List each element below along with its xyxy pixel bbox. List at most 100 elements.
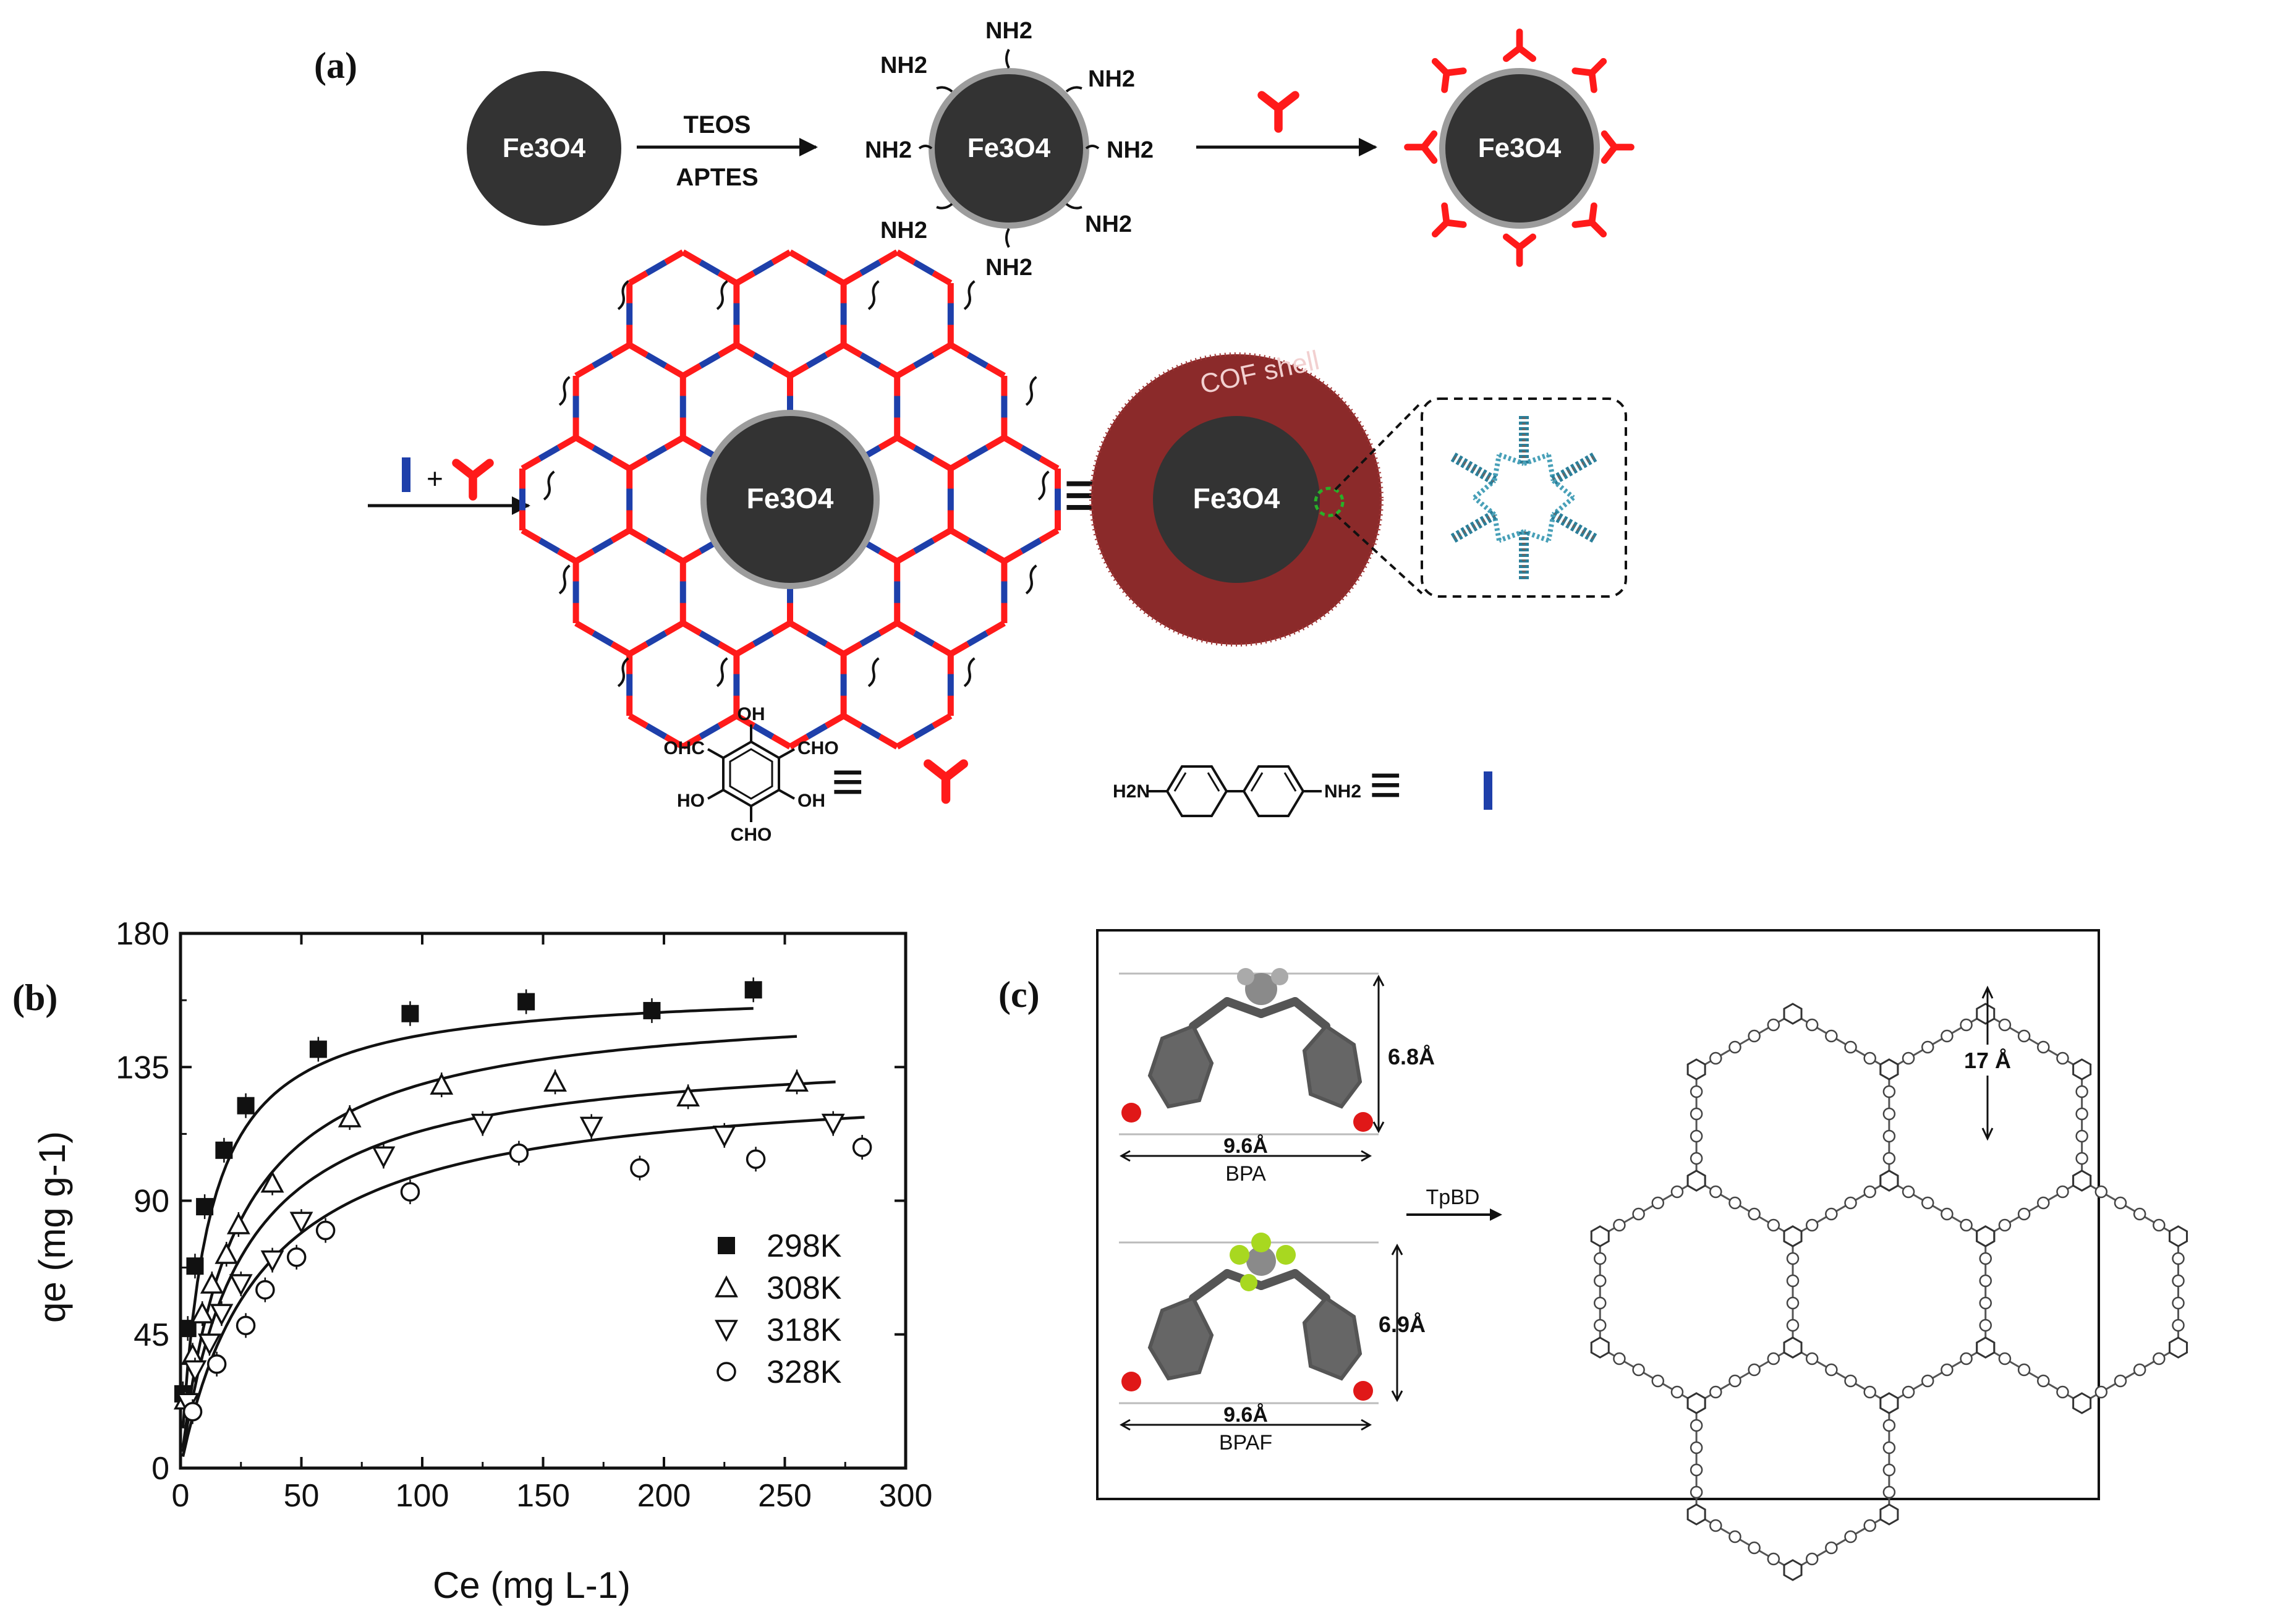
data-point — [237, 1097, 255, 1115]
data-point — [543, 1069, 567, 1092]
pore-size-indicator: 17 Å — [1944, 985, 2031, 1141]
amine-label: NH2 — [985, 255, 1032, 281]
data-point — [289, 1212, 313, 1234]
fe3o4-cof-core: Fe3O4 — [700, 410, 880, 589]
data-point — [186, 1257, 204, 1275]
svg-text:HO: HO — [677, 791, 705, 811]
bpa-height: 6.8Å — [1388, 1044, 1435, 1069]
data-points — [173, 977, 872, 1424]
svg-text:Fe3O4: Fe3O4 — [967, 133, 1051, 163]
core-shell-particle: Fe3O4 COF shell — [1089, 345, 1423, 647]
fit-curve-308K — [181, 1035, 797, 1448]
arrow-aldehyde-addition — [1196, 95, 1377, 156]
data-point — [309, 1040, 327, 1058]
data-point — [821, 1113, 845, 1136]
data-point — [255, 1280, 275, 1300]
fe3o4-core-bare: Fe3O4 — [467, 71, 621, 226]
data-point — [179, 1320, 197, 1338]
monomer-tp: OH OHC CHO HO OH CHO ≡ — [663, 704, 963, 845]
data-point — [236, 1315, 256, 1336]
y-tick-label: 90 — [134, 1184, 169, 1220]
data-point — [630, 1158, 650, 1178]
tpbd-arrow: TpBD — [1406, 1186, 1502, 1221]
oxygen-atom — [1353, 1381, 1373, 1401]
fit-curves — [181, 1007, 865, 1458]
data-point — [676, 1084, 700, 1107]
svg-text:Fe3O4: Fe3O4 — [1193, 482, 1280, 514]
panel-c-frame — [1096, 929, 2100, 1500]
oxygen-atom — [1121, 1103, 1141, 1123]
data-point — [715, 1275, 738, 1297]
x-tick-label: 150 — [516, 1478, 570, 1514]
amine-linker-symbol — [402, 457, 410, 492]
data-point — [712, 1126, 736, 1148]
data-point — [210, 1304, 234, 1326]
pore-size-label: 17 Å — [1964, 1048, 2011, 1073]
data-point — [744, 981, 762, 999]
fe3o4-aldehyde-core: Fe3O4 — [1408, 32, 1631, 264]
y-tick-label: 0 — [151, 1451, 169, 1487]
svg-text:≡: ≡ — [1369, 754, 1402, 816]
amine-label: NH2 — [1088, 66, 1135, 92]
chart-frame — [179, 932, 908, 1470]
bpaf-name: BPAF — [1219, 1431, 1272, 1454]
zoom-region — [1314, 486, 1345, 517]
data-point — [183, 1360, 207, 1383]
cof-pore-structure — [1449, 414, 1599, 581]
panel-label-b: (b) — [12, 977, 58, 1018]
data-point — [196, 1198, 214, 1216]
fluorine-atom — [1240, 1274, 1257, 1291]
svg-text:H2N: H2N — [1113, 781, 1150, 802]
legend-label: 328K — [767, 1354, 842, 1390]
scheme-a: Fe3O4 TEOS APTES Fe3O4 NH2 NH2 NH2 NH2 N… — [368, 18, 2296, 845]
reagent-teos: TEOS — [684, 111, 751, 138]
data-point — [315, 1220, 336, 1241]
data-point — [181, 1343, 205, 1365]
bpaf-height: 6.9Å — [1379, 1312, 1426, 1337]
arrow-cof-growth: + — [368, 457, 530, 515]
svg-text:OH: OH — [797, 791, 825, 811]
data-point — [716, 1362, 736, 1382]
fluorine-atom — [1230, 1245, 1249, 1265]
data-point — [286, 1247, 307, 1267]
svg-text:OHC: OHC — [663, 738, 705, 758]
x-tick-label: 50 — [284, 1478, 320, 1514]
data-point — [470, 1113, 495, 1136]
tpbd-label: TpBD — [1426, 1186, 1480, 1209]
x-tick-label: 100 — [396, 1478, 449, 1514]
data-point — [198, 1333, 221, 1356]
svg-text:Fe3O4: Fe3O4 — [747, 482, 834, 514]
oxygen-atom — [1121, 1372, 1141, 1391]
data-point — [206, 1354, 227, 1374]
data-point — [338, 1105, 362, 1127]
data-point — [176, 1393, 200, 1415]
data-point — [400, 1182, 420, 1202]
panel-label-a: (a) — [314, 45, 357, 86]
data-point — [200, 1272, 224, 1294]
amine-label: NH2 — [880, 53, 927, 79]
arrow-teos-aptes: TEOS APTES — [637, 111, 818, 191]
fluorine-atom — [1251, 1233, 1271, 1252]
fluorine-atom — [1276, 1245, 1296, 1265]
amine-label: NH2 — [985, 18, 1032, 44]
y-tick-label: 180 — [116, 916, 169, 952]
fit-curve-328K — [181, 1116, 865, 1458]
data-point — [509, 1143, 529, 1163]
x-tick-label: 250 — [758, 1478, 812, 1514]
data-point — [260, 1250, 284, 1273]
amine-label: NH2 — [1107, 137, 1154, 163]
data-point — [746, 1149, 766, 1169]
x-tick-label: 200 — [637, 1478, 691, 1514]
bpaf-width: 9.6Å — [1223, 1403, 1268, 1427]
oxygen-atom — [1353, 1112, 1373, 1132]
y-tick-label: 45 — [134, 1317, 169, 1353]
svg-text:CHO: CHO — [797, 738, 839, 758]
legend-label: 318K — [767, 1312, 842, 1348]
x-tick-label: 0 — [172, 1478, 190, 1514]
x-axis-label: Ce (mg L-1) — [433, 1565, 631, 1606]
bpa-molecule: 6.8Å 9.6Å BPA — [1119, 968, 1435, 1186]
legend-label: 308K — [767, 1270, 842, 1306]
data-point — [226, 1212, 250, 1234]
